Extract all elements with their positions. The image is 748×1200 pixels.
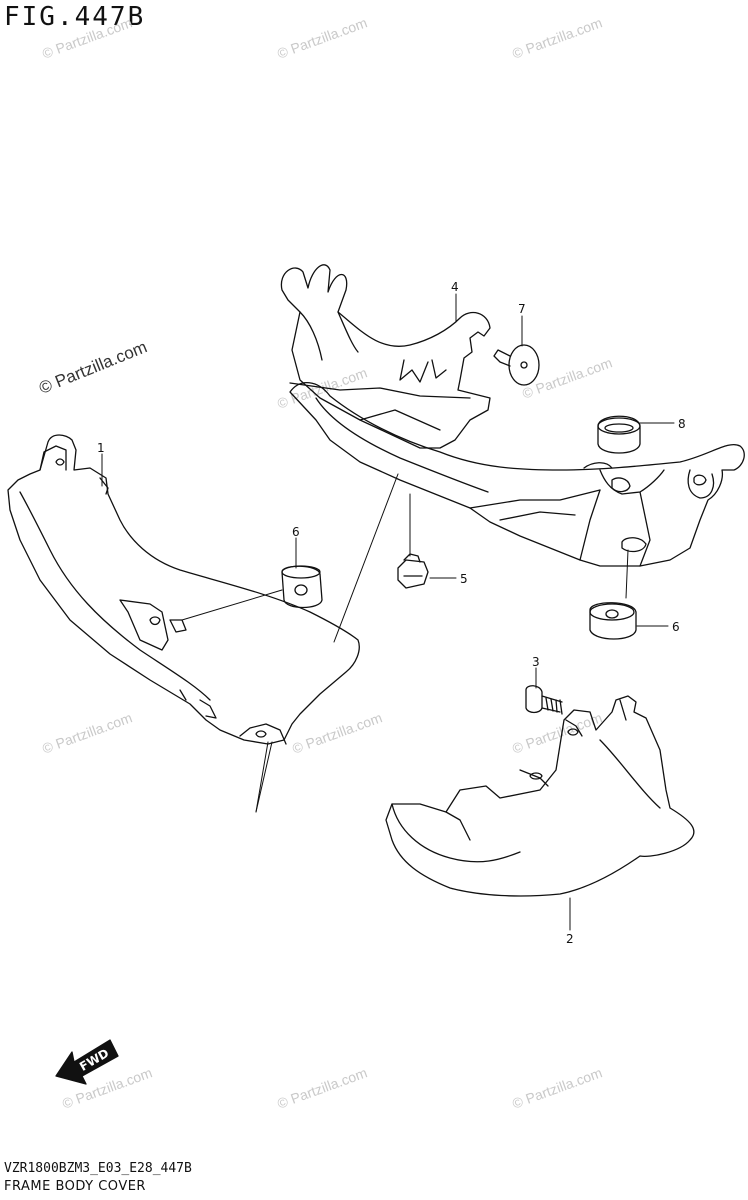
callout-7: 7: [518, 302, 526, 316]
figure-title: FIG.447B: [4, 2, 146, 32]
callout-5: 5: [460, 572, 468, 586]
callout-2: 2: [566, 932, 574, 946]
callout-4: 4: [451, 280, 459, 294]
part-4-upper-cover: [280, 264, 745, 567]
part-8-cushion: [597, 415, 641, 454]
figure-name: FRAME BODY COVER: [4, 1179, 146, 1194]
part-6-grommet-right: [589, 602, 637, 640]
callout-3: 3: [532, 655, 540, 669]
callout-6-right: 6: [672, 620, 680, 634]
part-2-right-cover: [385, 695, 695, 897]
callout-8: 8: [678, 417, 686, 431]
callout-1: 1: [97, 441, 105, 455]
part-6-grommet-left: [281, 565, 323, 609]
part-7-push-rivet: [493, 344, 540, 386]
figure-code: VZR1800BZM3_E03_E28_447B: [4, 1161, 192, 1176]
part-3-screw: [525, 685, 563, 715]
callout-numbers: 1 2 3 4 5 6 6 7 8: [97, 280, 686, 946]
callout-6-left: 6: [292, 525, 300, 539]
part-1-left-cover: [7, 434, 360, 745]
leader-lines: [101, 293, 675, 931]
fwd-arrow-icon: FWD: [55, 1039, 119, 1085]
part-5-nut: [397, 553, 429, 589]
